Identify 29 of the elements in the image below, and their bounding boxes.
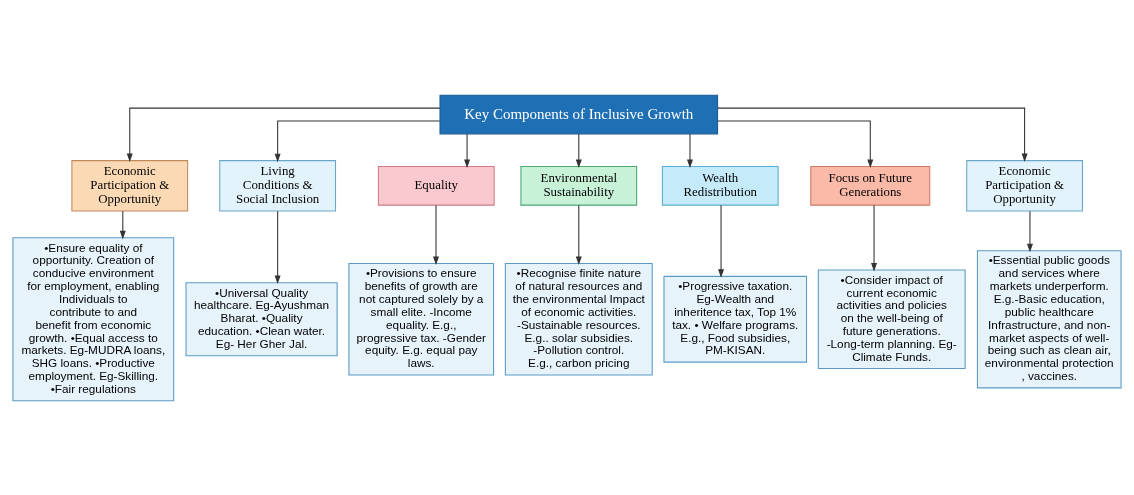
arrow xyxy=(871,204,878,271)
arrow xyxy=(575,204,582,265)
node-box: Focus on Future Generations xyxy=(810,165,931,206)
arrow xyxy=(464,133,471,168)
arrow xyxy=(274,119,441,162)
node-box: •Progressive taxation. Eg-Wealth and inheritence tax, Top 1% tax. • Welfare programs. E.g., Food subsidies, PM-KISAN. xyxy=(663,275,808,363)
arrow xyxy=(718,204,725,278)
node-box: •Provisions to ensure benefits of growth are not captured solely by a small elite. -Income equality. E.g., progressive tax. -Gender equity. E.g. equal pay laws. xyxy=(348,262,495,376)
arrow xyxy=(717,107,1028,162)
arrow xyxy=(575,133,582,168)
node-box: Economic Participation & Opportunity xyxy=(966,159,1083,212)
arrow xyxy=(686,133,693,168)
arrow xyxy=(717,119,874,168)
node-box: •Ensure equality of opportunity. Creation of conducive environment for employment, enabling Individuals to contribute to and benefit from economic growth. •Equal access to markets. Eg-MUDRA loans, SHG loans. •Productive employment. Eg-Skilling. •Fair regulations xyxy=(12,236,175,401)
arrow xyxy=(126,107,441,162)
arrow xyxy=(274,210,281,284)
node-box: Economic Participation & Opportunity xyxy=(71,159,189,212)
node-box: Living Conditions & Social Inclusion xyxy=(219,159,337,212)
node-box: Wealth Redistribution xyxy=(661,165,779,206)
node-box: •Consider impact of current economic activities and policies on the well-being of future generations. -Long-term planning. Eg-Climate Funds. xyxy=(817,268,966,369)
arrow xyxy=(1026,210,1033,252)
node-box: Equality xyxy=(377,165,495,206)
arrow xyxy=(119,210,126,239)
node-box: •Universal Quality healthcare. Eg-Ayushman Bharat. •Quality education. •Clean water. Eg- Her Gher Jal. xyxy=(185,281,338,356)
node-box: •Essential public goods and services where markets underperform. E.g.-Basic education, public healthcare Infrastructure, and non-market aspects of well-being such as clean air, environmental protection , vaccines. xyxy=(976,249,1122,388)
node-box: Key Components of Inclusive Growth xyxy=(439,94,719,134)
arrow xyxy=(433,204,439,265)
node-box: •Recognise finite nature of natural resources and the environmental Impact of economic activities. -Sustainable resources. E.g.. solar subsidies. -Pollution control. E.g., carbon pricing xyxy=(504,262,653,376)
node-box: Environmental Sustainability xyxy=(520,165,638,206)
